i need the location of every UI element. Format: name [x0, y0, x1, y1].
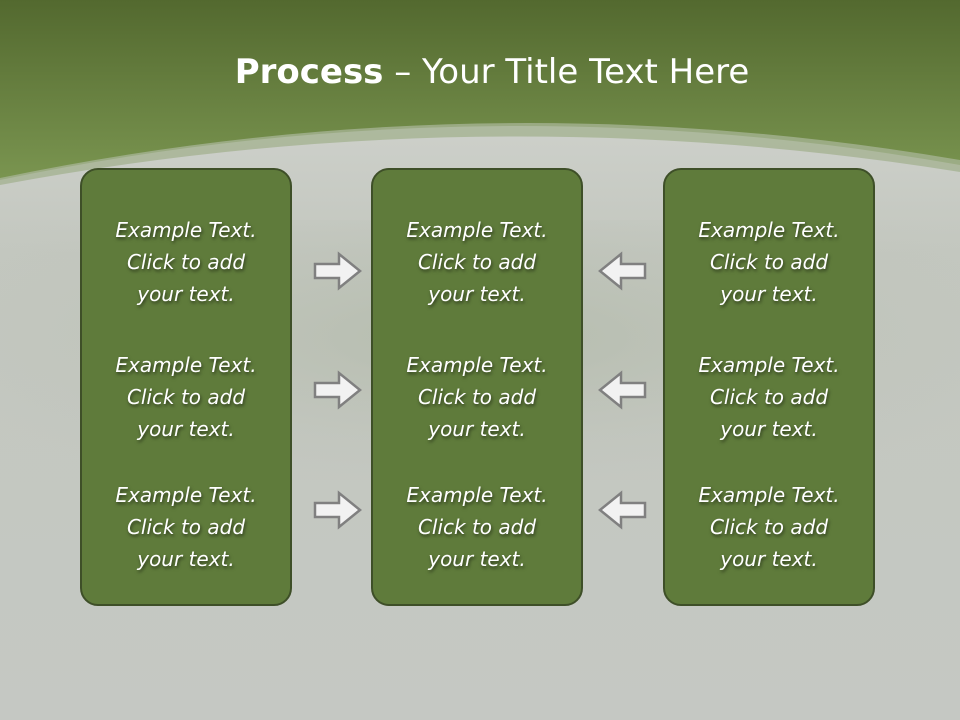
- text-line: your text.: [720, 547, 818, 571]
- text-line: your text.: [137, 417, 235, 441]
- arrow-right-icon: [313, 490, 362, 530]
- text-line: your text.: [428, 417, 526, 441]
- arrow-left-icon: [598, 251, 647, 291]
- text-line: Example Text.: [698, 483, 840, 507]
- arrow-left-icon: [598, 490, 647, 530]
- text-line: Example Text.: [406, 483, 548, 507]
- process-panel-right[interactable]: Example Text. Click to add your text. Ex…: [663, 168, 875, 606]
- panel-text[interactable]: Example Text. Click to add your text.: [665, 479, 873, 575]
- text-line: your text.: [137, 547, 235, 571]
- text-line: Click to add: [126, 385, 246, 409]
- text-line: Example Text.: [406, 218, 548, 242]
- text-line: Click to add: [126, 515, 246, 539]
- text-line: Click to add: [709, 515, 829, 539]
- panel-text[interactable]: Example Text. Click to add your text.: [665, 349, 873, 445]
- panel-text[interactable]: Example Text. Click to add your text.: [665, 214, 873, 310]
- arrow-left-icon: [598, 370, 647, 410]
- text-line: Click to add: [417, 250, 537, 274]
- panel-text[interactable]: Example Text. Click to add your text.: [82, 349, 290, 445]
- text-line: Click to add: [709, 250, 829, 274]
- text-line: your text.: [428, 547, 526, 571]
- process-panel-left[interactable]: Example Text. Click to add your text. Ex…: [80, 168, 292, 606]
- text-line: Example Text.: [406, 353, 548, 377]
- text-line: Example Text.: [698, 218, 840, 242]
- arrow-right-icon: [313, 370, 362, 410]
- panel-text[interactable]: Example Text. Click to add your text.: [82, 479, 290, 575]
- text-line: your text.: [720, 282, 818, 306]
- arrow-right-icon: [313, 251, 362, 291]
- slide-title: Process – Your Title Text Here: [0, 52, 960, 92]
- text-line: Example Text.: [115, 218, 257, 242]
- text-line: your text.: [137, 282, 235, 306]
- title-rest: – Your Title Text Here: [383, 52, 750, 92]
- text-line: your text.: [428, 282, 526, 306]
- text-line: Example Text.: [115, 483, 257, 507]
- text-line: Click to add: [709, 385, 829, 409]
- panel-text[interactable]: Example Text. Click to add your text.: [82, 214, 290, 310]
- text-line: Example Text.: [698, 353, 840, 377]
- text-line: Click to add: [417, 515, 537, 539]
- title-bold: Process: [234, 52, 384, 92]
- text-line: Click to add: [126, 250, 246, 274]
- panel-text[interactable]: Example Text. Click to add your text.: [373, 214, 581, 310]
- panel-text[interactable]: Example Text. Click to add your text.: [373, 479, 581, 575]
- text-line: Example Text.: [115, 353, 257, 377]
- text-line: your text.: [720, 417, 818, 441]
- process-panel-center[interactable]: Example Text. Click to add your text. Ex…: [371, 168, 583, 606]
- panel-text[interactable]: Example Text. Click to add your text.: [373, 349, 581, 445]
- text-line: Click to add: [417, 385, 537, 409]
